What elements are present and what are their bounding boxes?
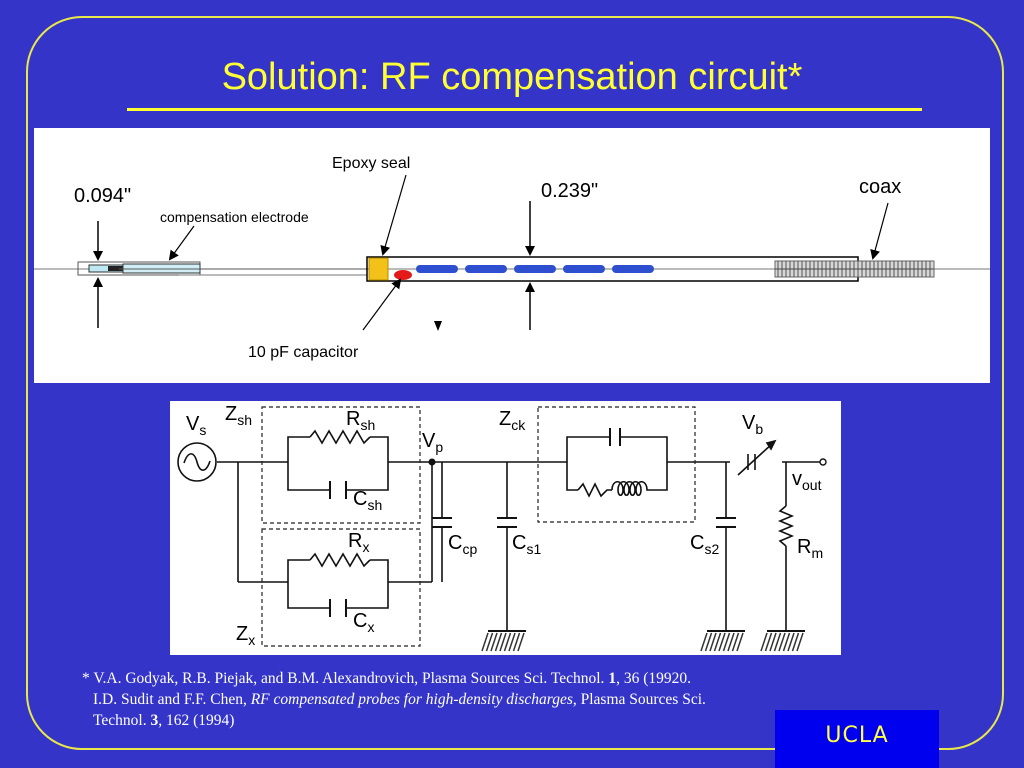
vp-label: Vp	[422, 430, 443, 455]
capacitor-leader	[362, 278, 402, 331]
electrode-label: compensation electrode	[160, 209, 309, 225]
title-underline	[127, 108, 922, 111]
zck-label: Zck	[499, 408, 526, 433]
vb-variable-capacitor	[737, 439, 777, 476]
ccp-label: Ccp	[448, 532, 477, 557]
rsh-label: Rsh	[346, 408, 375, 433]
references: * V.A. Godyak, R.B. Piejak, and B.M. Ale…	[82, 668, 902, 731]
vout-label: vout	[792, 468, 822, 493]
coax-leader	[870, 202, 889, 260]
csh-label: Csh	[353, 488, 382, 513]
zx-label: Zx	[236, 623, 255, 648]
epoxy-leader	[380, 174, 407, 256]
slide-title: Solution: RF compensation circuit*	[221, 56, 803, 98]
dim-small-label: 0.094"	[74, 185, 131, 207]
probe-diagram: 0.094" 0.239" Epoxy seal compensation el…	[34, 128, 990, 383]
cs2-label: Cs2	[690, 532, 719, 557]
small-arrowhead	[434, 321, 442, 331]
circuit-schematic: Vs Zsh Rsh Csh Vp Zck Vb vout Rx Cx Zx C…	[170, 401, 841, 655]
vp-node	[428, 458, 436, 466]
ac-source-icon	[177, 442, 217, 482]
coax-label: coax	[859, 176, 901, 198]
epoxy-seal-label: Epoxy seal	[332, 155, 410, 172]
capacitors	[329, 428, 736, 617]
slide-frame	[26, 16, 1004, 750]
reference-2: I.D. Sudit and F.F. Chen, RF compensated…	[93, 691, 706, 708]
inductor-coil	[611, 480, 657, 497]
rx-label: Rx	[348, 530, 369, 555]
electrode-leader	[168, 225, 195, 261]
vs-label: Vs	[186, 413, 206, 438]
capacitor-label: 10 pF capacitor	[248, 344, 359, 361]
dashed-groups	[261, 406, 696, 647]
inductor-segments	[416, 265, 654, 273]
rm-label: Rm	[797, 536, 823, 561]
capacitor-dot	[394, 270, 412, 280]
reference-2-cont: Technol. 3, 162 (1994)	[93, 712, 235, 729]
cx-label: Cx	[353, 610, 374, 635]
vout-terminal	[819, 458, 827, 466]
cs1-label: Cs1	[512, 532, 541, 557]
reference-1: * V.A. Godyak, R.B. Piejak, and B.M. Ale…	[82, 670, 691, 687]
epoxy-seal	[368, 257, 389, 281]
ucla-logo: UCLA	[775, 710, 939, 768]
zck-box	[537, 406, 696, 523]
probe-tip-contact	[108, 266, 124, 271]
resistors	[309, 429, 795, 568]
coax-cable	[774, 260, 935, 278]
vb-label: Vb	[742, 412, 763, 437]
zsh-label: Zsh	[225, 403, 252, 428]
zsh-box	[261, 406, 421, 524]
rck-resistor	[577, 482, 612, 498]
rsh-resistor	[309, 429, 371, 445]
ground-symbols	[481, 630, 805, 652]
rx-resistor	[309, 552, 371, 568]
dim-large-label: 0.239"	[541, 180, 598, 202]
zx-box	[261, 528, 421, 647]
circuit-wires	[217, 436, 820, 631]
rm-resistor	[777, 505, 795, 547]
